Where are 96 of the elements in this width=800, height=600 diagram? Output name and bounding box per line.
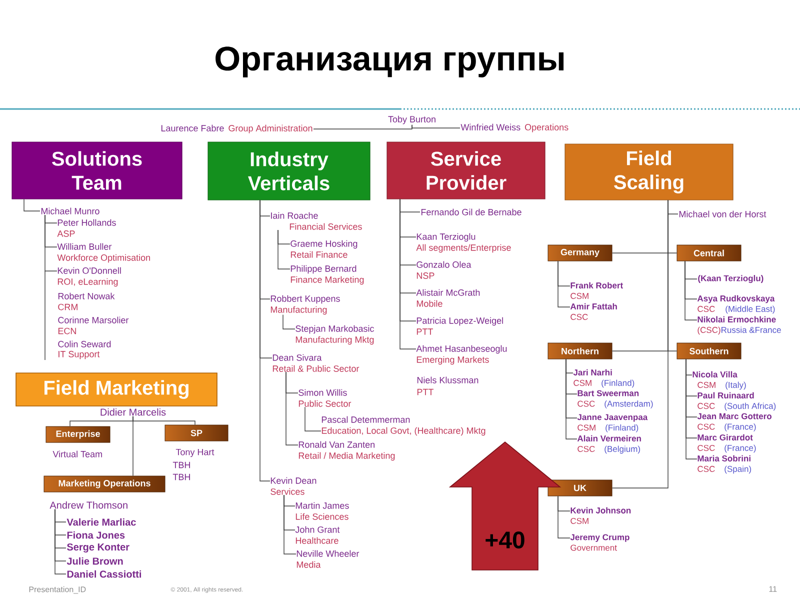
staff-entry: Janne Jaavenpaa CSM (Finland) [577,414,648,432]
staff-entry: Pascal Detemmerman Education, Local Govt, (Healthcare) Mktg [322,416,486,436]
region-box: Central [676,244,742,262]
region-box: Northern [548,342,612,360]
name-text: Niels Klussman [417,376,478,384]
staff-entry: Peter Hollands ASP [57,219,116,237]
staff-entry: Jean Marc Gottero CSC (France) [697,413,772,432]
connector-line [286,372,298,446]
staff-entry: Alistair McGrath Mobile [416,289,480,307]
connector-line [400,198,416,350]
connector-line [24,198,40,212]
staff-entry: Martin James Life Sciences [296,502,349,520]
name-text: Fiona Jones [67,531,125,539]
staff-entry: Winfried Weiss Operations [460,124,568,132]
department-box: Solutions Team [12,142,182,200]
name-text: TBH [172,462,190,468]
name-text: Didier Marcelis [100,408,166,416]
connector-line [684,260,698,320]
staff-entry: Amir Fattah CSC [570,303,617,320]
connector-line [686,358,698,460]
name-text: Valerie Marliac [66,518,136,526]
connector-line [412,124,460,128]
name-text: Daniel Cassiotti [67,570,141,578]
staff-entry: Iain Roache Financial Services [271,212,362,230]
region-box: Southern [676,342,742,360]
department-box: Industry Verticals [208,142,370,200]
connector-line [304,406,322,432]
staff-entry: Asya Rudkovskaya CSC (Middle East) [697,295,775,314]
staff-entry: Philippe Bernard Finance Marketing [290,265,364,285]
staff-entry: Maria Sobrini CSC (Spain) [698,455,752,474]
connector-line [44,214,58,272]
staff-entry: Dean Sivara Retail & Public Sector [272,354,360,372]
name-text: Virtual Team [52,450,102,458]
name-text: TBH [172,474,190,480]
staff-entry: Kevin Johnson CSM [570,507,631,524]
connector-line [612,200,668,488]
connector-line [566,358,578,440]
region-box: Germany [548,244,612,262]
name-text: Andrew Thomson [50,501,128,509]
connector-line [260,200,270,482]
staff-entry: William Buller Workforce Optimisation [57,243,150,263]
name-text: (Kaan Terzioglu) [698,275,764,283]
staff-entry: Marc Girardot CSC (France) [698,434,756,453]
staff-entry: Nicola Villa CSM (Italy) [692,371,746,390]
connector-line [282,314,296,330]
department-box: Service Provider [386,142,546,200]
staff-entry: John Grant Healthcare [295,526,340,544]
connector-line [558,496,570,538]
connector-line [132,416,134,476]
connector-line [54,509,66,574]
staff-entry: Kevin O'Donnell ROI, eLearning [58,267,121,287]
staff-entry: Stepjan Markobasic Manufacturing Mktg [296,325,374,345]
region-box: SP [164,424,228,442]
department-box: Field Scaling [564,144,734,200]
name-text: Tony Hart [176,448,214,458]
department-box: Field Marketing [16,372,218,406]
staff-entry: Graeme Hosking Retail Finance [290,240,358,258]
name-text: Corinne Marsolier [58,316,129,324]
staff-entry: Gonzalo Olea NSP [416,261,472,279]
connector-line [284,494,296,554]
staff-entry: Frank Robert CSM [570,282,623,299]
role-text: ECN [58,328,76,334]
staff-entry: Paul Ruinaard CSC (South Africa) [698,392,776,411]
name-text: Serge Konter [66,543,130,553]
staff-entry: Kaan Terzioglu All segments/Enterprise [416,233,511,253]
staff-entry: Simon Willis Public Sector [298,389,352,407]
name-text: Colin Seward [58,340,111,348]
footer-text: Presentation_ID [29,586,86,594]
connector-line [278,230,290,270]
name-text: Michael Munro [41,208,100,214]
name-text: Michael von der Horst [679,210,766,218]
page-number: 11 [769,586,777,592]
region-box: Marketing Operations [44,476,166,492]
region-box: UK [548,480,612,496]
connector-line [558,260,570,308]
staff-entry: Jeremy Crump Government [570,534,630,551]
name-text: Julie Brown [66,557,123,565]
staff-entry: Ahmet Hasanbeseoglu Emerging Markets [416,345,507,365]
role-text: PTT [417,388,434,396]
staff-entry: Ronald Van Zanten Retail / Media Marketing [298,441,395,461]
role-text: IT Support [58,350,100,360]
role-text: CRM [58,304,78,310]
name-text: Fernando Gil de Bernabe [421,208,522,216]
region-box: Enterprise [46,426,110,443]
name-text: Robert Nowak [58,292,115,300]
staff-entry: Alain Vermeiren CSC (Belgium) [577,435,641,454]
staff-entry: Robbert Kuppens Manufacturing [270,295,340,315]
staff-entry: Neville Wheeler Media [296,550,360,568]
staff-entry: Bart Sweerman CSC (Amsterdam) [578,390,653,408]
title: Организация группы [216,46,564,78]
staff-entry: Laurence Fabre Group Administration [161,124,312,134]
staff-entry: Kevin Dean Services [270,477,316,495]
name-text: Toby Burton [388,116,436,124]
staff-entry: Jari Narhi CSM (Finland) [573,369,634,388]
staff-entry: Patricia Lopez-Weigel PTT [416,317,503,335]
staff-entry: Nikolai Ermochkine (CSC)Russia &France [698,316,781,335]
